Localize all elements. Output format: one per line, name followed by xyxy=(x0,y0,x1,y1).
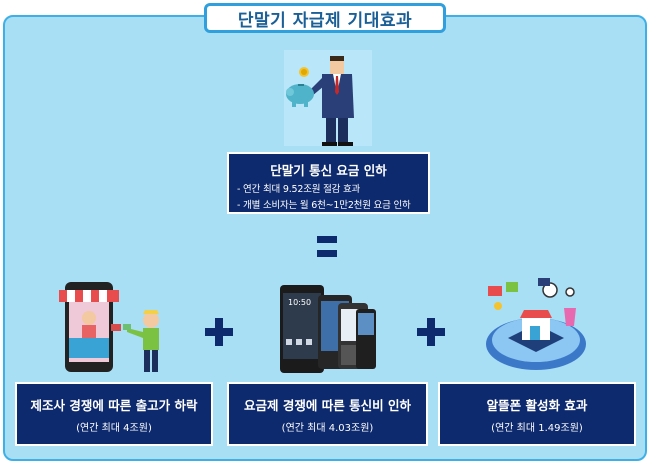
effect-heading: 제조사 경쟁에 따른 출고가 하락 xyxy=(30,397,198,413)
main-effect-line-1: - 연간 최대 9.52조원 절감 효과 xyxy=(237,184,361,195)
effect-sub: (연간 최대 4조원) xyxy=(76,422,152,434)
phone-screen-time: 10:50 xyxy=(288,298,311,307)
effect-sub: (연간 최대 4.03조원) xyxy=(281,422,374,434)
ecommerce-isometric-icon xyxy=(486,278,586,370)
effect-sub: (연간 최대 1.49조원) xyxy=(491,422,583,434)
main-effect-heading: 단말기 통신 요금 인하 xyxy=(270,163,387,178)
main-effect-box: 단말기 통신 요금 인하 - 연간 최대 9.52조원 절감 효과 - 개별 소… xyxy=(227,152,430,214)
effect-box-mvno: 알뜰폰 활성화 효과 (연간 최대 1.49조원) xyxy=(438,382,636,446)
effect-heading: 요금제 경쟁에 따른 통신비 인하 xyxy=(244,397,411,413)
effect-box-rate-plan: 요금제 경쟁에 따른 통신비 인하 (연간 최대 4.03조원) xyxy=(227,382,428,446)
page-title: 단말기 자급제 기대효과 xyxy=(204,3,446,33)
shop-smartphone-customer-icon xyxy=(59,282,159,372)
main-effect-line-2: - 개별 소비자는 월 6천~1만2천원 요금 인하 xyxy=(237,200,411,211)
piggy-bank-businessman-icon xyxy=(284,50,372,146)
plus-icon xyxy=(417,318,445,346)
plus-icon xyxy=(205,318,233,346)
effect-heading: 알뜰폰 활성화 효과 xyxy=(486,397,588,413)
smartphones-icon: 10:50 xyxy=(280,285,376,373)
effect-box-manufacturer: 제조사 경쟁에 따른 출고가 하락 (연간 최대 4조원) xyxy=(15,382,213,446)
equals-icon xyxy=(317,236,337,258)
